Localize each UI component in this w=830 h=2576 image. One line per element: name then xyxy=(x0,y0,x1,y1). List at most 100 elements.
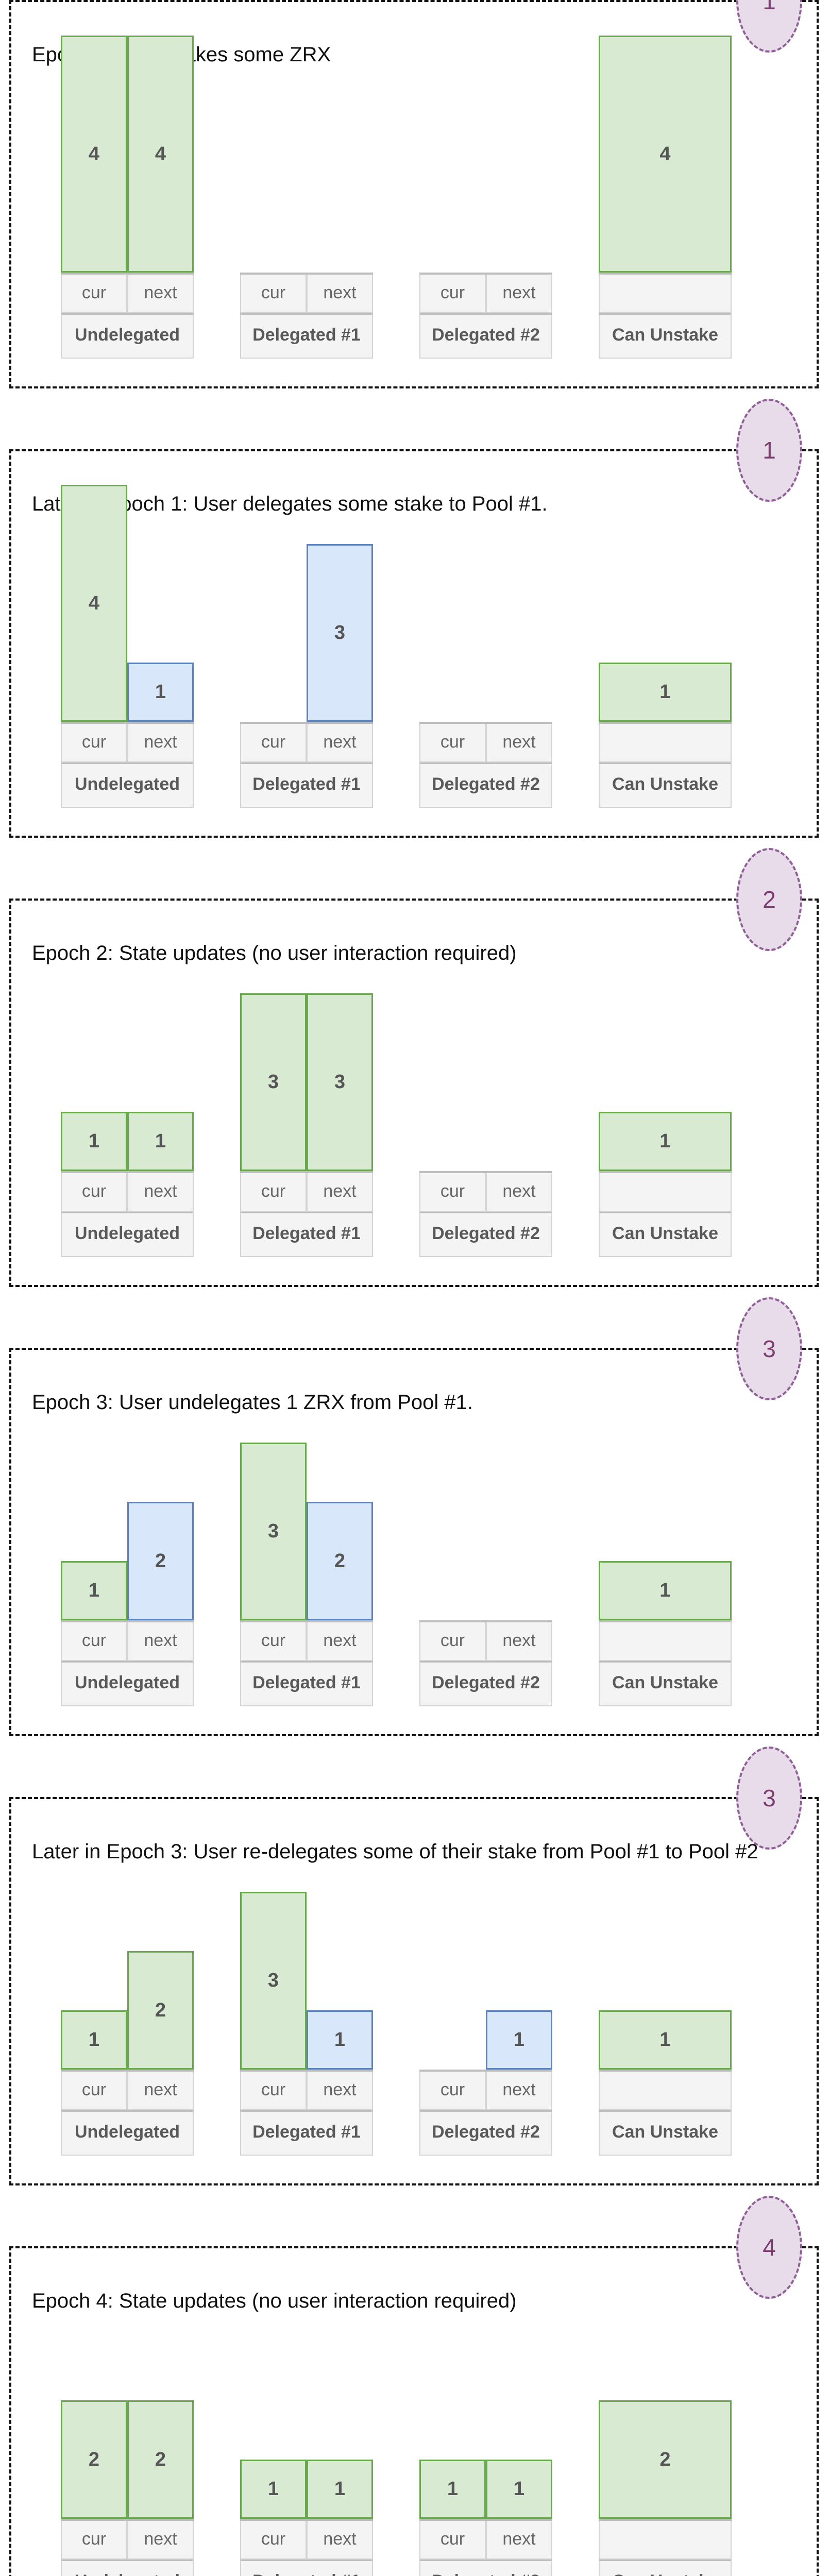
bar-slot: 4 xyxy=(61,485,127,722)
subheader-cur: cur xyxy=(240,1173,307,1212)
bar-group: 4 Can Unstake xyxy=(599,36,732,359)
bar-cur: 4 xyxy=(61,485,127,722)
bar-slot: 1 xyxy=(61,934,127,1171)
bar-next: 2 xyxy=(127,1502,194,1620)
bar-stack: 2 xyxy=(599,2282,732,2519)
subheader-cur: cur xyxy=(419,1622,486,1661)
bar-cur: 3 xyxy=(240,1443,307,1620)
panel-title: Epoch 4: State updates (no user interact… xyxy=(32,2290,517,2312)
subheader-next: next xyxy=(127,1173,194,1212)
bar-slot: 3 xyxy=(307,934,373,1171)
bar-next: 1 xyxy=(307,2010,373,2070)
bar-stack: 1 xyxy=(599,934,732,1171)
bar-slot: 1 xyxy=(127,934,194,1171)
bar-subheader-row xyxy=(599,1171,732,1212)
bar-slot: 4 xyxy=(599,36,732,273)
subheader-cur: cur xyxy=(240,724,307,762)
bar-stack: 1 xyxy=(599,1833,732,2070)
subheader-cur: cur xyxy=(61,724,127,762)
bar-stack: 1 xyxy=(419,1833,552,2070)
bar-slot: 1 xyxy=(486,1833,552,2070)
subheader-next: next xyxy=(486,275,552,313)
bar-cur: 3 xyxy=(240,1892,307,2070)
subheader-cur: cur xyxy=(419,2521,486,2560)
epoch-badge: 2 xyxy=(736,848,802,951)
epoch-badge: 4 xyxy=(736,2196,802,2299)
subheader-cur: cur xyxy=(419,1173,486,1212)
bar-group-label: Can Unstake xyxy=(599,762,732,808)
bar-total: 1 xyxy=(599,1112,732,1171)
subheader-cur: cur xyxy=(240,275,307,313)
bar-next: 2 xyxy=(127,1951,194,2070)
subheader-blank xyxy=(599,2521,732,2560)
bar-total: 2 xyxy=(599,2400,732,2519)
panel-separator xyxy=(0,1736,830,1797)
bar-slot: 1 xyxy=(599,1833,732,2070)
bar-group-label: Delegated #1 xyxy=(240,313,373,359)
subheader-next: next xyxy=(307,2072,373,2110)
bar-stack xyxy=(240,36,373,273)
subheader-next: next xyxy=(127,275,194,313)
bar-slot xyxy=(307,36,373,273)
subheader-blank xyxy=(599,275,732,313)
bar-subheader-row xyxy=(599,2519,732,2560)
bar-total: 1 xyxy=(599,2010,732,2070)
bar-slot: 4 xyxy=(61,36,127,273)
epoch-badge: 3 xyxy=(736,1297,802,1400)
subheader-next: next xyxy=(486,2521,552,2560)
bar-group-label: Delegated #2 xyxy=(419,2560,552,2576)
panel-title: Epoch 2: State updates (no user interact… xyxy=(32,942,517,964)
bar-cur: 1 xyxy=(61,1561,127,1620)
bar-slot xyxy=(486,36,552,273)
bar-slot: 1 xyxy=(240,2282,307,2519)
subheader-cur: cur xyxy=(61,2072,127,2110)
bar-group-label: Can Unstake xyxy=(599,2560,732,2576)
bar-slot: 1 xyxy=(307,2282,373,2519)
subheader-blank xyxy=(599,2072,732,2110)
panel-separator xyxy=(0,2185,830,2246)
bar-slot: 2 xyxy=(127,2282,194,2519)
bar-group-label: Delegated #2 xyxy=(419,2110,552,2156)
bar-slot: 1 xyxy=(127,485,194,722)
subheader-next: next xyxy=(307,2521,373,2560)
subheader-cur: cur xyxy=(419,724,486,762)
bar-cur: 1 xyxy=(240,2460,307,2519)
bar-group-label: Undelegated xyxy=(61,762,194,808)
subheader-cur: cur xyxy=(240,1622,307,1661)
bar-slot xyxy=(419,1833,486,2070)
bar-slot xyxy=(419,485,486,722)
